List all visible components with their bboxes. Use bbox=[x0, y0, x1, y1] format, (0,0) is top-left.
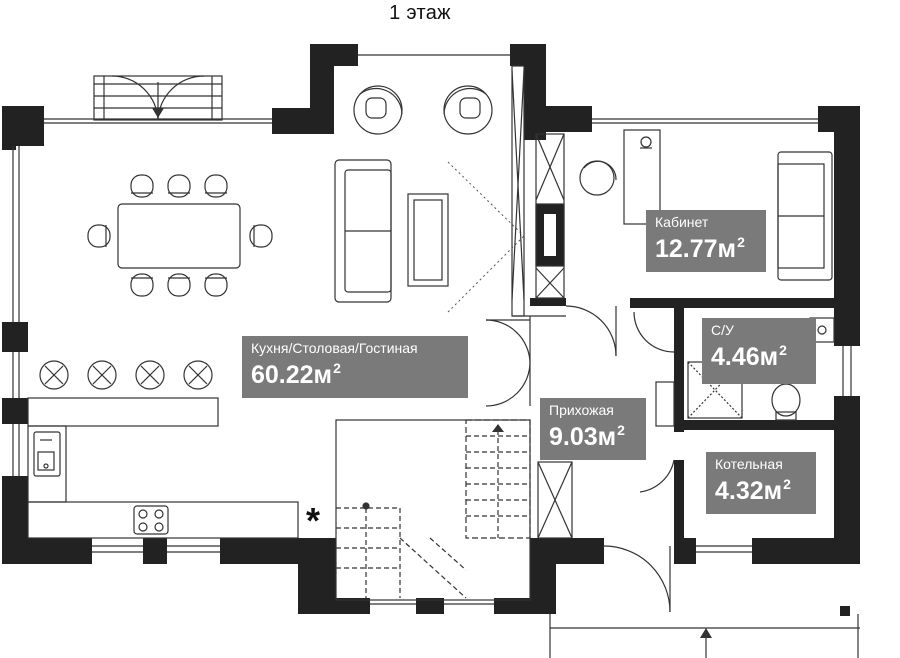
room-tag-bathroom: С/У 4.46м2 bbox=[702, 318, 816, 384]
chimney-column bbox=[511, 69, 565, 301]
room-name: Кухня/Столовая/Гостиная bbox=[251, 340, 418, 356]
living-furniture bbox=[334, 85, 493, 303]
balcony-door bbox=[111, 75, 205, 121]
room-tag-living: Кухня/Столовая/Гостиная 60.22м2 bbox=[242, 336, 468, 398]
porch-post bbox=[840, 606, 850, 616]
room-name: Прихожая bbox=[549, 402, 614, 418]
room-area: 60.22м2 bbox=[251, 360, 341, 389]
staircase bbox=[335, 419, 573, 601]
kitchen bbox=[27, 360, 299, 539]
room-name: Кабинет bbox=[655, 214, 709, 230]
door-swings bbox=[485, 305, 712, 658]
room-tag-boiler: Котельная 4.32м2 bbox=[706, 452, 816, 514]
room-area: 4.46м2 bbox=[711, 342, 787, 371]
office-furniture bbox=[579, 129, 833, 281]
floor-title: 1 этаж bbox=[389, 2, 451, 24]
room-name: С/У bbox=[711, 322, 734, 338]
dining-set bbox=[87, 174, 273, 297]
room-area: 9.03м2 bbox=[549, 422, 625, 451]
walls bbox=[2, 44, 860, 614]
room-area: 4.32м2 bbox=[715, 476, 791, 505]
room-area: 12.77м2 bbox=[655, 234, 745, 263]
room-name: Котельная bbox=[715, 456, 783, 472]
asterisk-icon: * bbox=[306, 500, 320, 541]
room-tag-hallway: Прихожая 9.03м2 bbox=[540, 398, 646, 460]
room-tag-office: Кабинет 12.77м2 bbox=[646, 210, 766, 272]
